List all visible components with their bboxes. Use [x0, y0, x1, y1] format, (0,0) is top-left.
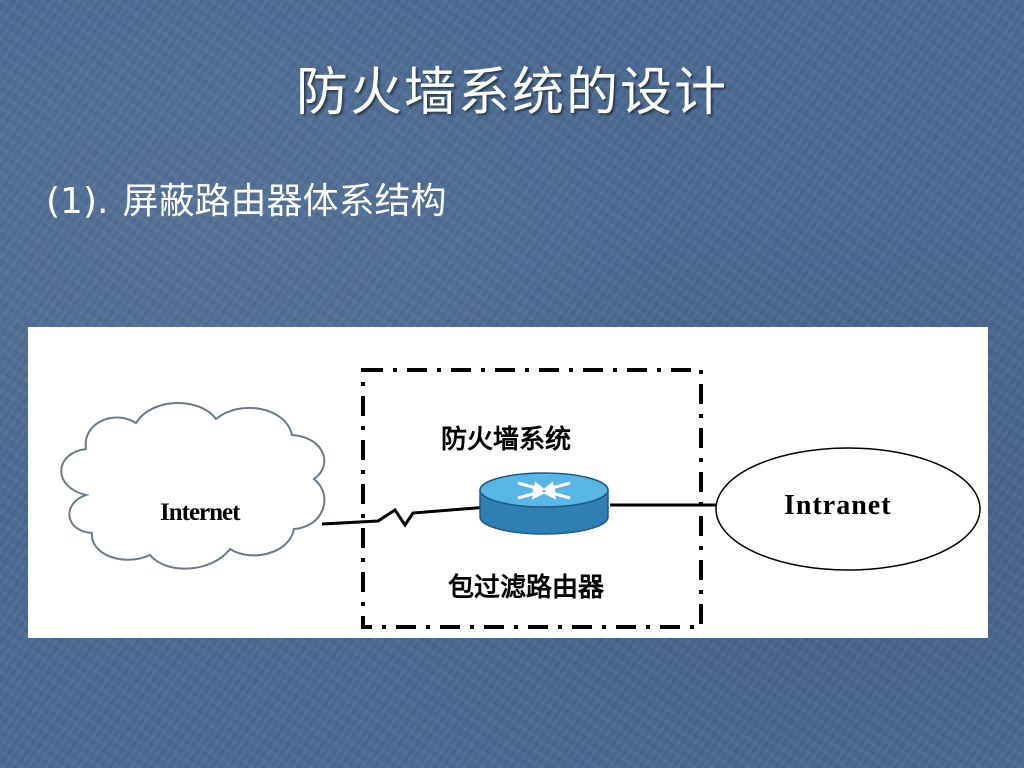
bullet-item: (1). 屏蔽路由器体系结构 [46, 176, 446, 228]
intranet-ellipse [715, 447, 981, 571]
network-diagram: Internet Intranet 防火墙系统 包过滤路由器 [28, 327, 988, 638]
bullet-text: 屏蔽路由器体系结构 [122, 181, 447, 222]
intranet-label: Intranet [784, 490, 892, 521]
firewall-boundary [361, 368, 703, 629]
diagram-canvas [60, 368, 981, 629]
slide-title: 防火墙系统的设计 [295, 63, 728, 123]
packet-filter-router-label: 包过滤路由器 [448, 573, 605, 603]
router-icon [479, 472, 609, 535]
internet-label: Internet [160, 499, 240, 526]
internet-cloud [60, 402, 326, 570]
firewall-system-label: 防火墙系统 [441, 425, 572, 455]
wan-link [321, 505, 489, 528]
bullet-marker: (1). [46, 181, 109, 222]
